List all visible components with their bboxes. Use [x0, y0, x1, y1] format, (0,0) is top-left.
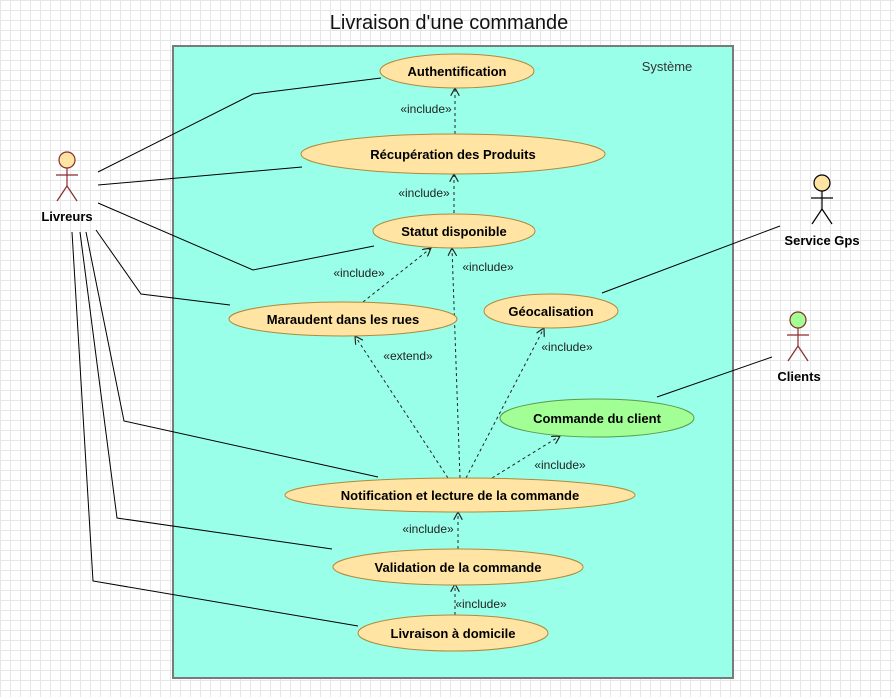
actor-livreurs-label: Livreurs: [41, 209, 92, 224]
actor-clients-label: Clients: [777, 369, 820, 384]
dep-notif-statut: [452, 248, 461, 479]
usecase-commande-client[interactable]: Commande du client: [499, 398, 695, 438]
usecase-geocalisation-label: Géocalisation: [508, 304, 593, 319]
usecase-validation-label: Validation de la commande: [375, 560, 542, 575]
label-include-notif-geo: «include»: [541, 340, 593, 354]
usecase-geocalisation[interactable]: Géocalisation: [483, 293, 619, 329]
usecase-validation[interactable]: Validation de la commande: [332, 548, 584, 586]
diagram-title: Livraison d'une commande: [330, 12, 568, 34]
usecase-livraison-label: Livraison à domicile: [391, 626, 516, 641]
actor-service-gps-head-icon: [813, 174, 831, 192]
label-include-validation-notif: «include»: [402, 522, 454, 536]
usecase-statut[interactable]: Statut disponible: [372, 213, 536, 249]
dep-notif-commande: [491, 436, 560, 479]
actor-service-gps-label: Service Gps: [784, 233, 859, 248]
usecase-notification-label: Notification et lecture de la commande: [341, 488, 579, 503]
dep-notif-maraudent: [355, 336, 449, 479]
usecase-recuperation-label: Récupération des Produits: [370, 147, 535, 162]
label-include-notif-statut: «include»: [462, 260, 514, 274]
label-include-statut-recup: «include»: [398, 186, 450, 200]
usecase-notification[interactable]: Notification et lecture de la commande: [284, 477, 636, 513]
assoc-livreurs-statut: [97, 202, 375, 271]
usecase-statut-label: Statut disponible: [401, 224, 506, 239]
assoc-livreurs-authentification: [97, 77, 382, 173]
actor-service-gps[interactable]: [811, 174, 833, 225]
assoc-livreurs-validation: [79, 231, 333, 550]
system-label: Système: [642, 59, 693, 74]
actor-livreurs-head-icon: [58, 151, 76, 169]
label-include-notif-commande: «include»: [534, 458, 586, 472]
assoc-livreurs-livraison: [71, 231, 359, 627]
dep-maraudent-statut: [362, 248, 431, 303]
label-include-livraison-validation: «include»: [455, 597, 507, 611]
associations: [71, 77, 781, 627]
actor-clients-head-icon: [789, 311, 807, 329]
usecase-authentification[interactable]: Authentification: [379, 53, 535, 89]
usecase-maraudent-label: Maraudent dans les rues: [267, 312, 419, 327]
usecase-maraudent[interactable]: Maraudent dans les rues: [228, 301, 458, 337]
label-include-recup-auth: «include»: [400, 102, 452, 116]
usecase-authentification-label: Authentification: [408, 64, 507, 79]
label-include-maraudent-statut: «include»: [333, 266, 385, 280]
assoc-gps-geocalisation: [601, 225, 781, 294]
usecase-recuperation[interactable]: Récupération des Produits: [300, 133, 606, 175]
actor-clients[interactable]: [787, 311, 809, 362]
usecase-commande-client-label: Commande du client: [533, 411, 662, 426]
assoc-livreurs-notification: [85, 231, 379, 478]
assoc-livreurs-maraudent: [95, 229, 231, 306]
assoc-livreurs-recuperation: [97, 166, 303, 186]
assoc-clients-commande: [656, 356, 773, 398]
dependencies: [355, 88, 560, 615]
dep-notif-geocalisation: [465, 328, 544, 479]
actor-livreurs[interactable]: [56, 151, 78, 202]
usecase-livraison[interactable]: Livraison à domicile: [357, 614, 549, 652]
label-extend-notif-maraudent: «extend»: [383, 349, 433, 363]
